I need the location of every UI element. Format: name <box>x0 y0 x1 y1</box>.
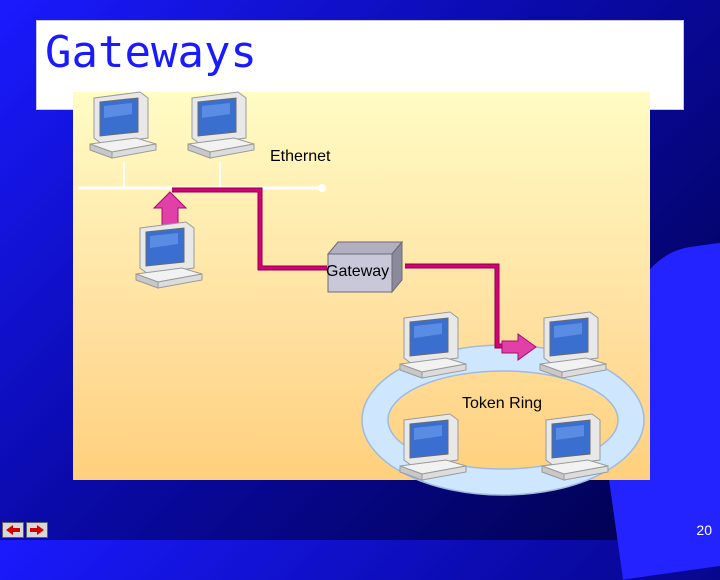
gateway-connection <box>172 187 327 271</box>
arrow-up-icon <box>152 191 188 227</box>
slide-nav <box>0 522 50 540</box>
bus-terminator <box>318 184 326 192</box>
computer-icon <box>135 221 203 289</box>
computer-icon <box>187 91 255 159</box>
gateway-label: Gateway <box>326 263 390 280</box>
slide-title: Gateways <box>45 27 257 78</box>
network-diagram <box>89 91 645 496</box>
prev-arrow-icon <box>6 525 20 535</box>
prev-button[interactable] <box>2 522 24 538</box>
computer-icon <box>399 413 467 481</box>
next-arrow-icon <box>30 525 44 535</box>
arrow-right-icon <box>501 333 537 361</box>
token-ring-label: Token Ring <box>462 395 543 412</box>
computer-icon <box>539 311 607 379</box>
computer-icon <box>541 413 609 481</box>
next-button[interactable] <box>26 522 48 538</box>
computer-icon <box>399 311 467 379</box>
ethernet-label: Ethernet <box>270 148 331 165</box>
computer-icon <box>89 91 157 159</box>
token-ring <box>362 345 644 495</box>
gateway-box-icon <box>326 240 404 294</box>
page-number: 20 <box>696 522 712 538</box>
